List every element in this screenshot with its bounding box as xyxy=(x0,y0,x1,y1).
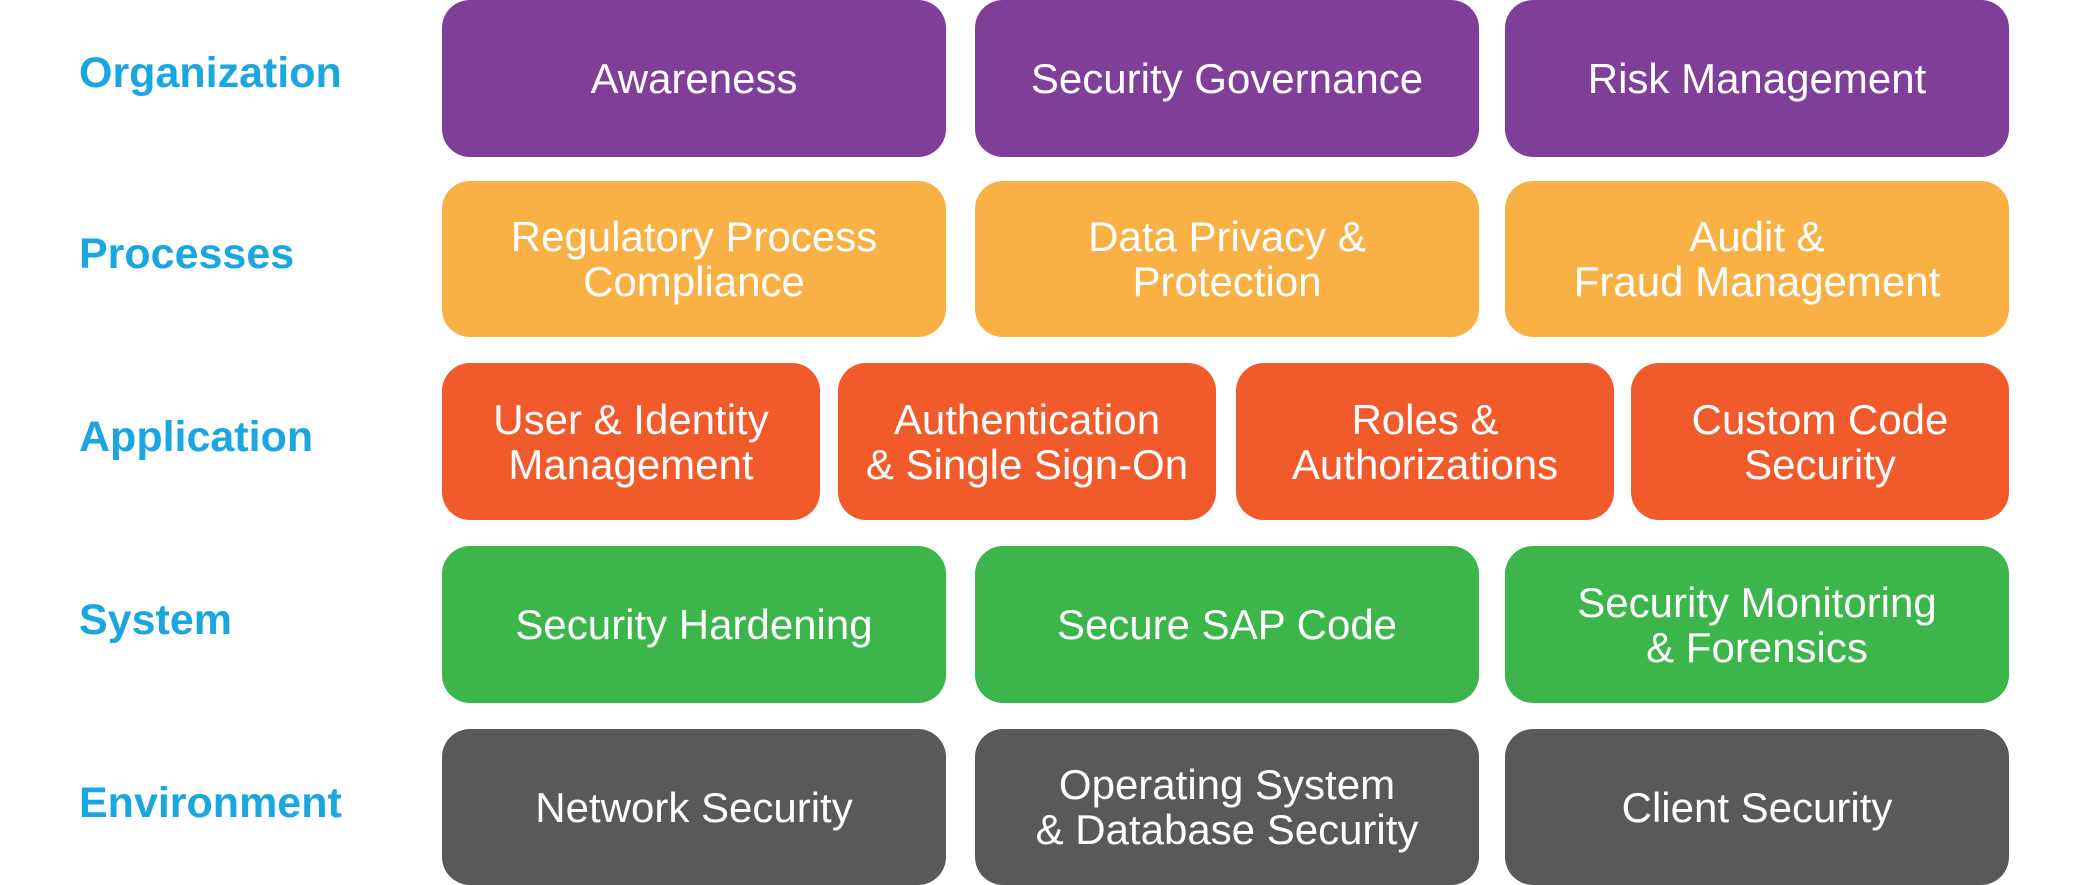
box-custom-code-security: Custom Code Security xyxy=(1631,363,2009,520)
box-data-privacy-protection: Data Privacy & Protection xyxy=(975,181,1479,337)
box-awareness: Awareness xyxy=(442,0,946,157)
box-audit-fraud-management: Audit & Fraud Management xyxy=(1505,181,2009,337)
box-security-governance: Security Governance xyxy=(975,0,1479,157)
row-label-environment: Environment xyxy=(79,779,342,827)
box-risk-management: Risk Management xyxy=(1505,0,2009,157)
row-label-system: System xyxy=(79,596,232,644)
row-label-application: Application xyxy=(79,413,314,461)
box-client-security: Client Security xyxy=(1505,729,2009,885)
row-label-processes: Processes xyxy=(79,230,295,278)
box-os-database-security: Operating System & Database Security xyxy=(975,729,1479,885)
box-secure-sap-code: Secure SAP Code xyxy=(975,546,1479,703)
box-authentication-sso: Authentication & Single Sign-On xyxy=(838,363,1216,520)
box-roles-authorizations: Roles & Authorizations xyxy=(1236,363,1614,520)
box-security-monitoring-forensics: Security Monitoring & Forensics xyxy=(1505,546,2009,703)
row-label-organization: Organization xyxy=(79,49,342,97)
box-regulatory-process-compliance: Regulatory Process Compliance xyxy=(442,181,946,337)
box-user-identity-management: User & Identity Management xyxy=(442,363,820,520)
box-network-security: Network Security xyxy=(442,729,946,885)
box-security-hardening: Security Hardening xyxy=(442,546,946,703)
